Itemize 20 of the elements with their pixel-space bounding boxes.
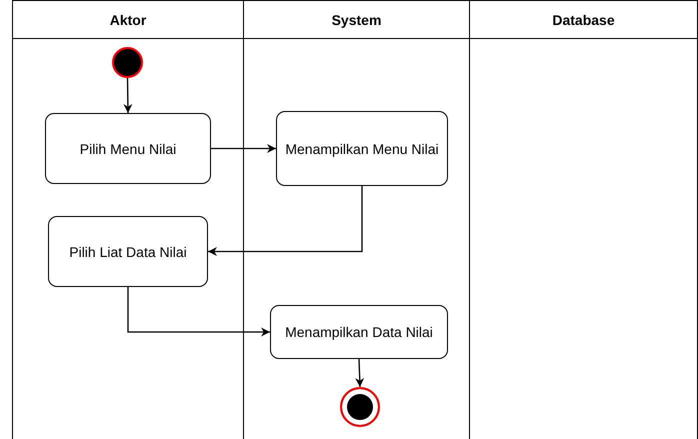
arrow bbox=[127, 287, 270, 336]
activity-label: Menampilkan Data Nilai bbox=[285, 324, 433, 340]
activity-label: Menampilkan Menu Nilai bbox=[285, 140, 439, 156]
lane-title: System bbox=[332, 12, 382, 28]
activity-label: Pilih Menu Nilai bbox=[80, 140, 176, 156]
lane-title: Aktor bbox=[110, 12, 146, 28]
end-node bbox=[340, 387, 380, 427]
activity-box bbox=[270, 305, 448, 359]
swimlane bbox=[469, 0, 698, 439]
activity-label: Pilih Liat Data Nilai bbox=[69, 244, 187, 260]
activity-box bbox=[276, 111, 448, 186]
lane-title: Database bbox=[552, 12, 615, 28]
start-node bbox=[112, 47, 143, 78]
swimlane bbox=[12, 0, 244, 439]
arrow bbox=[123, 78, 132, 113]
arrow bbox=[355, 358, 364, 388]
arrow bbox=[211, 144, 276, 153]
arrow bbox=[208, 186, 363, 256]
activity-box bbox=[48, 216, 208, 287]
activity-box bbox=[45, 113, 211, 184]
